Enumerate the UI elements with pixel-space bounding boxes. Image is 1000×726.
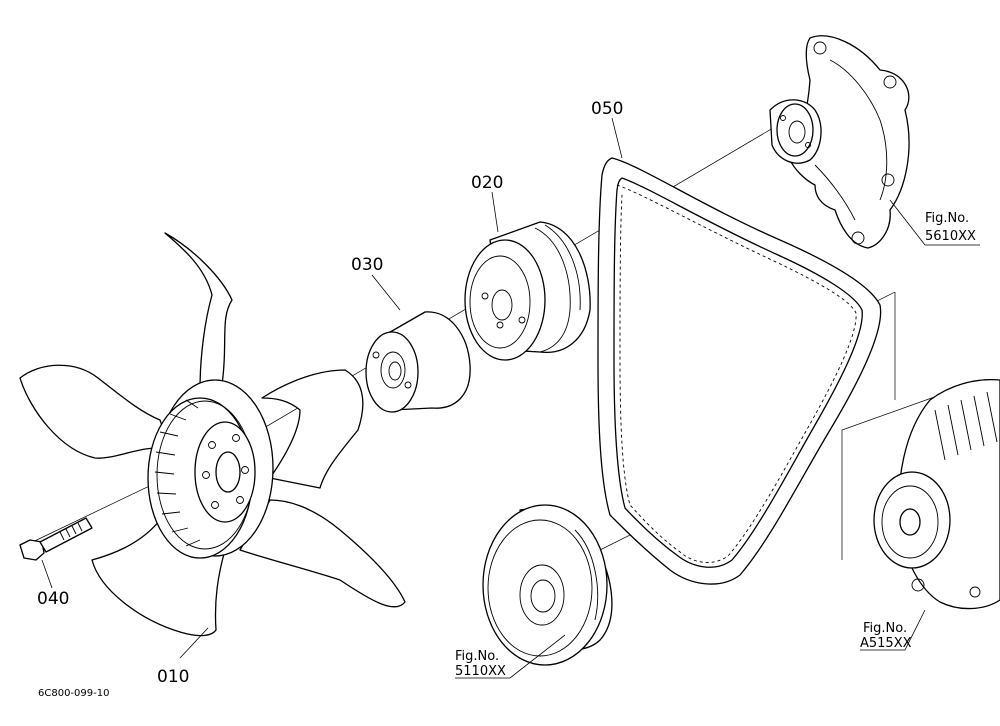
alternator-assembly <box>873 379 1000 610</box>
spacer-part-030 <box>365 311 471 413</box>
water-pump-assembly <box>769 35 910 249</box>
part-labels: 010 020 030 040 050 <box>37 99 623 687</box>
part-label-040: 040 <box>37 589 69 609</box>
figure-ref-5610: Fig.No. 5610XX <box>925 211 976 244</box>
figure-ref-5610-prefix: Fig.No. <box>925 211 969 226</box>
belt-part-050 <box>597 157 882 585</box>
figure-ref-5110: Fig.No. 5110XX <box>455 649 506 679</box>
figure-ref-5110-prefix: Fig.No. <box>455 649 499 664</box>
figure-ref-5110-number: 5110XX <box>455 664 506 679</box>
part-label-020: 020 <box>471 173 503 193</box>
drawing-code: 6C800-099-10 <box>38 688 109 699</box>
figure-ref-a515-number: A515XX <box>860 636 912 651</box>
part-label-050: 050 <box>591 99 623 119</box>
figure-ref-5610-number: 5610XX <box>925 229 976 244</box>
leader-lines <box>41 117 980 679</box>
fan-part-010 <box>19 232 406 637</box>
pulley-part-020 <box>464 221 591 361</box>
part-label-010: 010 <box>157 667 189 687</box>
figure-ref-a515-prefix: Fig.No. <box>863 621 907 636</box>
crankshaft-pulley <box>482 504 613 666</box>
figure-ref-a515: Fig.No. A515XX <box>860 621 912 651</box>
part-label-030: 030 <box>351 255 383 275</box>
bolt-part-040 <box>19 517 93 561</box>
